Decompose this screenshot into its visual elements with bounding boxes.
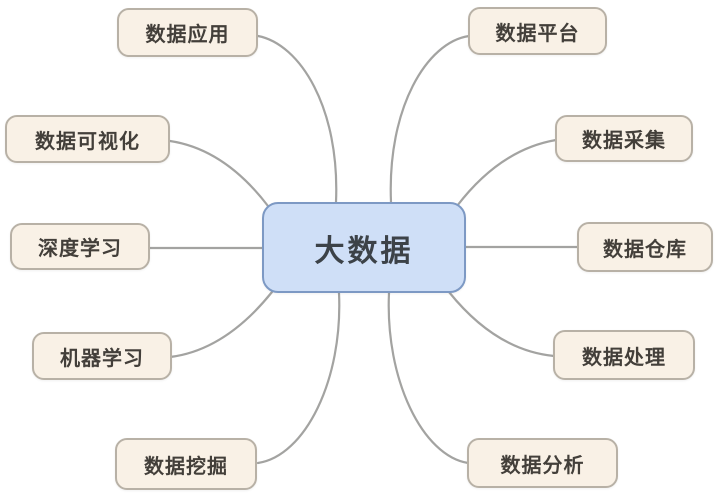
node-machine-learning: 机器学习 (32, 332, 172, 380)
connector-data-application (256, 34, 338, 204)
node-data-warehouse: 数据仓库 (577, 222, 713, 272)
node-data-analysis-label: 数据分析 (500, 454, 585, 477)
connector-data-platform (389, 34, 471, 204)
node-data-mining: 数据挖掘 (115, 438, 257, 490)
connector-data-collection (455, 138, 558, 208)
node-deep-learning: 深度学习 (10, 223, 150, 270)
connector-data-mining (256, 291, 341, 465)
connector-machine-learning (168, 290, 274, 359)
connector-data-analysis (387, 291, 470, 465)
node-data-collection: 数据采集 (555, 115, 693, 162)
connector-data-visualization (168, 139, 270, 208)
node-data-processing: 数据处理 (553, 330, 695, 380)
node-data-platform-label: 数据平台 (495, 22, 580, 45)
node-data-visualization: 数据可视化 (5, 115, 170, 163)
node-data-mining-label: 数据挖掘 (144, 455, 228, 478)
node-data-visualization-label: 数据可视化 (35, 130, 140, 153)
node-data-application-label: 数据应用 (145, 24, 230, 46)
node-data-processing-label: 数据处理 (582, 346, 666, 369)
node-data-warehouse-label: 数据仓库 (603, 238, 687, 261)
node-data-collection-label: 数据采集 (582, 130, 666, 152)
node-big-data-label: 大数据 (314, 234, 414, 268)
node-data-platform: 数据平台 (468, 7, 607, 55)
node-big-data: 大数据 (262, 202, 466, 293)
node-data-application: 数据应用 (117, 8, 258, 57)
node-machine-learning-label: 机器学习 (60, 347, 144, 370)
node-deep-learning-label: 深度学习 (38, 238, 122, 260)
node-data-analysis: 数据分析 (467, 438, 618, 488)
connector-data-processing (447, 290, 556, 358)
